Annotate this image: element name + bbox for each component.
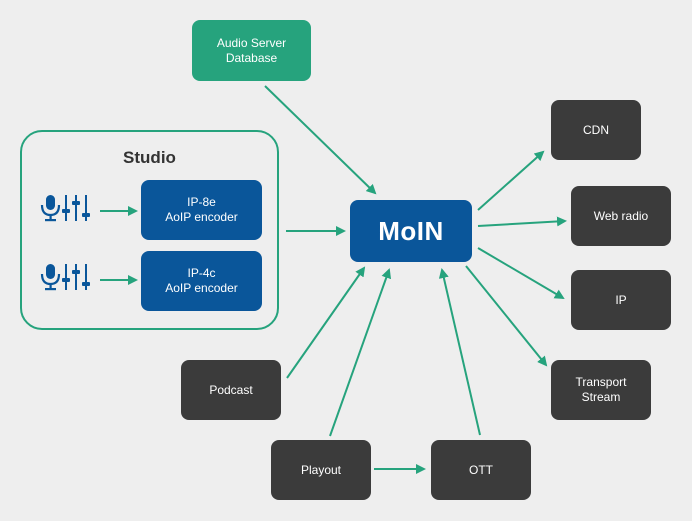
arrow-podcast-to-moin bbox=[286, 266, 366, 379]
studio-title: Studio bbox=[123, 148, 176, 167]
encoder-ip-4c-node: IP-4c AoIP encoder bbox=[141, 251, 262, 311]
playout-node: Playout bbox=[271, 440, 371, 500]
encoder-ip-8e-node: IP-8e AoIP encoder bbox=[141, 180, 262, 240]
audio-server-database-node: Audio Server Database bbox=[192, 20, 311, 81]
microphone-icon bbox=[40, 264, 61, 291]
mixer-faders-icon bbox=[62, 195, 90, 221]
arrow-moin-to-ip bbox=[477, 247, 565, 300]
moin-node: MoIN bbox=[350, 200, 472, 262]
arrow-audio-server-to-moin bbox=[264, 85, 377, 195]
ott-node: OTT bbox=[431, 440, 531, 500]
arrow-moin-to-web-radio bbox=[477, 216, 567, 227]
arrow-playout-to-moin bbox=[329, 268, 392, 437]
microphone-icon bbox=[40, 195, 61, 222]
ip-node: IP bbox=[571, 270, 671, 330]
cdn-node: CDN bbox=[551, 100, 641, 160]
arrow-moin-to-cdn bbox=[477, 150, 545, 211]
web-radio-node: Web radio bbox=[571, 186, 671, 246]
studio-group: Studio bbox=[20, 130, 279, 330]
arrow-moin-to-transport-stream bbox=[465, 265, 548, 367]
mixer-faders-icon bbox=[62, 264, 90, 290]
transport-stream-node: Transport Stream bbox=[551, 360, 651, 420]
arrow-ott-to-moin bbox=[438, 268, 481, 436]
podcast-node: Podcast bbox=[181, 360, 281, 420]
